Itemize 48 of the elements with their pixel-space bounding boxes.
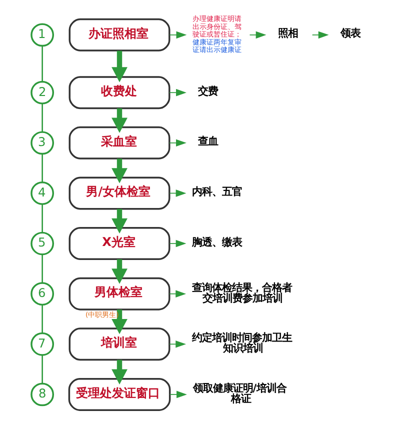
arrow — [111, 50, 127, 82]
arrow — [111, 360, 127, 384]
node-box: 受理处发证窗口 — [68, 378, 170, 411]
node-circle: 2 — [30, 80, 54, 104]
arrow — [168, 290, 186, 298]
arrow — [168, 88, 186, 96]
node-text: 领取健康证明/培训合格证 — [192, 382, 286, 405]
node-circle: 8 — [30, 382, 54, 406]
arrow — [111, 208, 127, 234]
node-text: 查询体检结果，合格者交培训费参加培训 — [191, 282, 292, 304]
node-circle: 7 — [30, 332, 54, 356]
connector — [41, 154, 42, 182]
node-circle: 1 — [30, 23, 54, 47]
node-circle: 5 — [30, 232, 54, 256]
node-circle: 3 — [30, 131, 54, 155]
node-circle: 6 — [30, 282, 54, 306]
arrow — [168, 240, 186, 248]
connector — [41, 254, 42, 283]
node-box: 培训室 — [68, 328, 170, 361]
node-text: 约定培训时间参加卫生知识培训 — [191, 332, 292, 355]
connector — [41, 46, 42, 82]
arrow — [111, 310, 127, 334]
arrow — [111, 108, 127, 133]
node-text: 胸透、缴表 — [191, 236, 242, 248]
node-circle: 4 — [30, 182, 54, 205]
connector — [41, 304, 42, 334]
arrow — [111, 259, 127, 284]
node-text: 内科、五官 — [191, 186, 242, 198]
node-box: 男体检室 — [68, 277, 170, 310]
connector — [41, 355, 42, 384]
node-box: 采血室 — [68, 126, 170, 160]
node-box: 办证照相室 — [68, 18, 170, 52]
arrow — [168, 390, 186, 398]
node-text: 领表 — [340, 28, 360, 40]
arrow — [168, 139, 186, 147]
node-box: X光室 — [68, 227, 170, 260]
node-text: 照相 — [277, 28, 298, 40]
arrow — [248, 31, 266, 39]
arrow — [111, 158, 127, 184]
arrow — [168, 340, 186, 348]
node-box: 男/女体检室 — [68, 176, 170, 210]
node-text: 交费 — [198, 85, 218, 98]
connector — [41, 104, 42, 132]
arrow — [168, 31, 186, 39]
arrow — [311, 31, 328, 39]
connector — [41, 204, 42, 233]
node-box: 收费处 — [68, 76, 170, 110]
node-text: 查血 — [198, 136, 218, 148]
